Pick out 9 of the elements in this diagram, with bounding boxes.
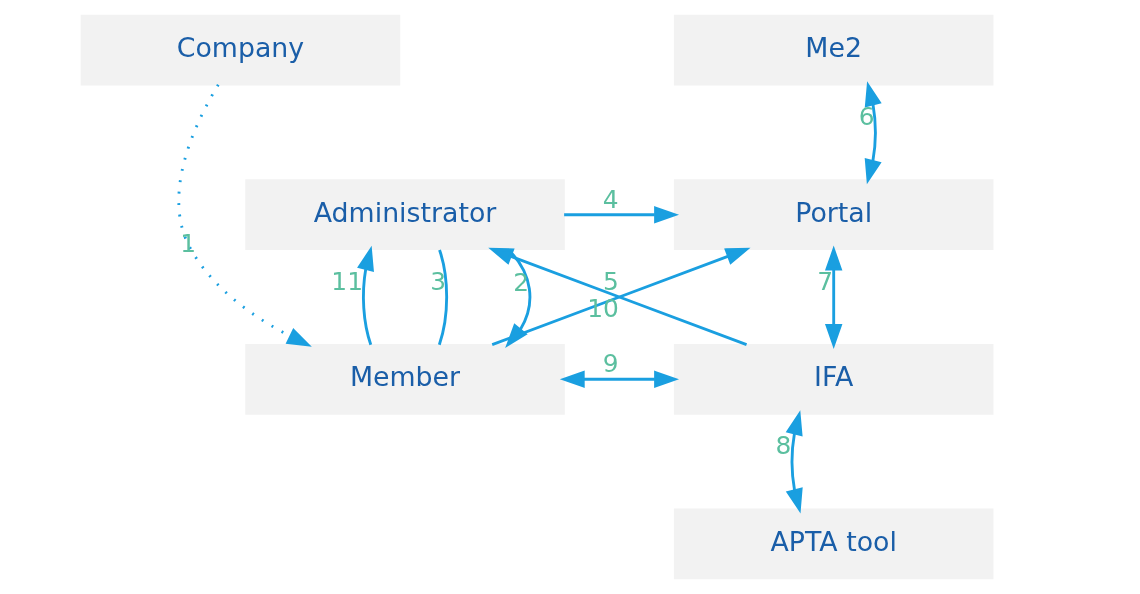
edge-label: 4 bbox=[602, 184, 619, 214]
edge-label: 1 bbox=[179, 229, 196, 259]
edge-label: 2 bbox=[512, 267, 529, 297]
edge-label: 7 bbox=[816, 267, 833, 297]
edge-label: 8 bbox=[775, 431, 791, 461]
edge-label: 11 bbox=[330, 266, 363, 296]
edge-label: 3 bbox=[429, 267, 446, 297]
edge-label: 6 bbox=[858, 102, 875, 132]
edge-label: 9 bbox=[602, 349, 619, 379]
